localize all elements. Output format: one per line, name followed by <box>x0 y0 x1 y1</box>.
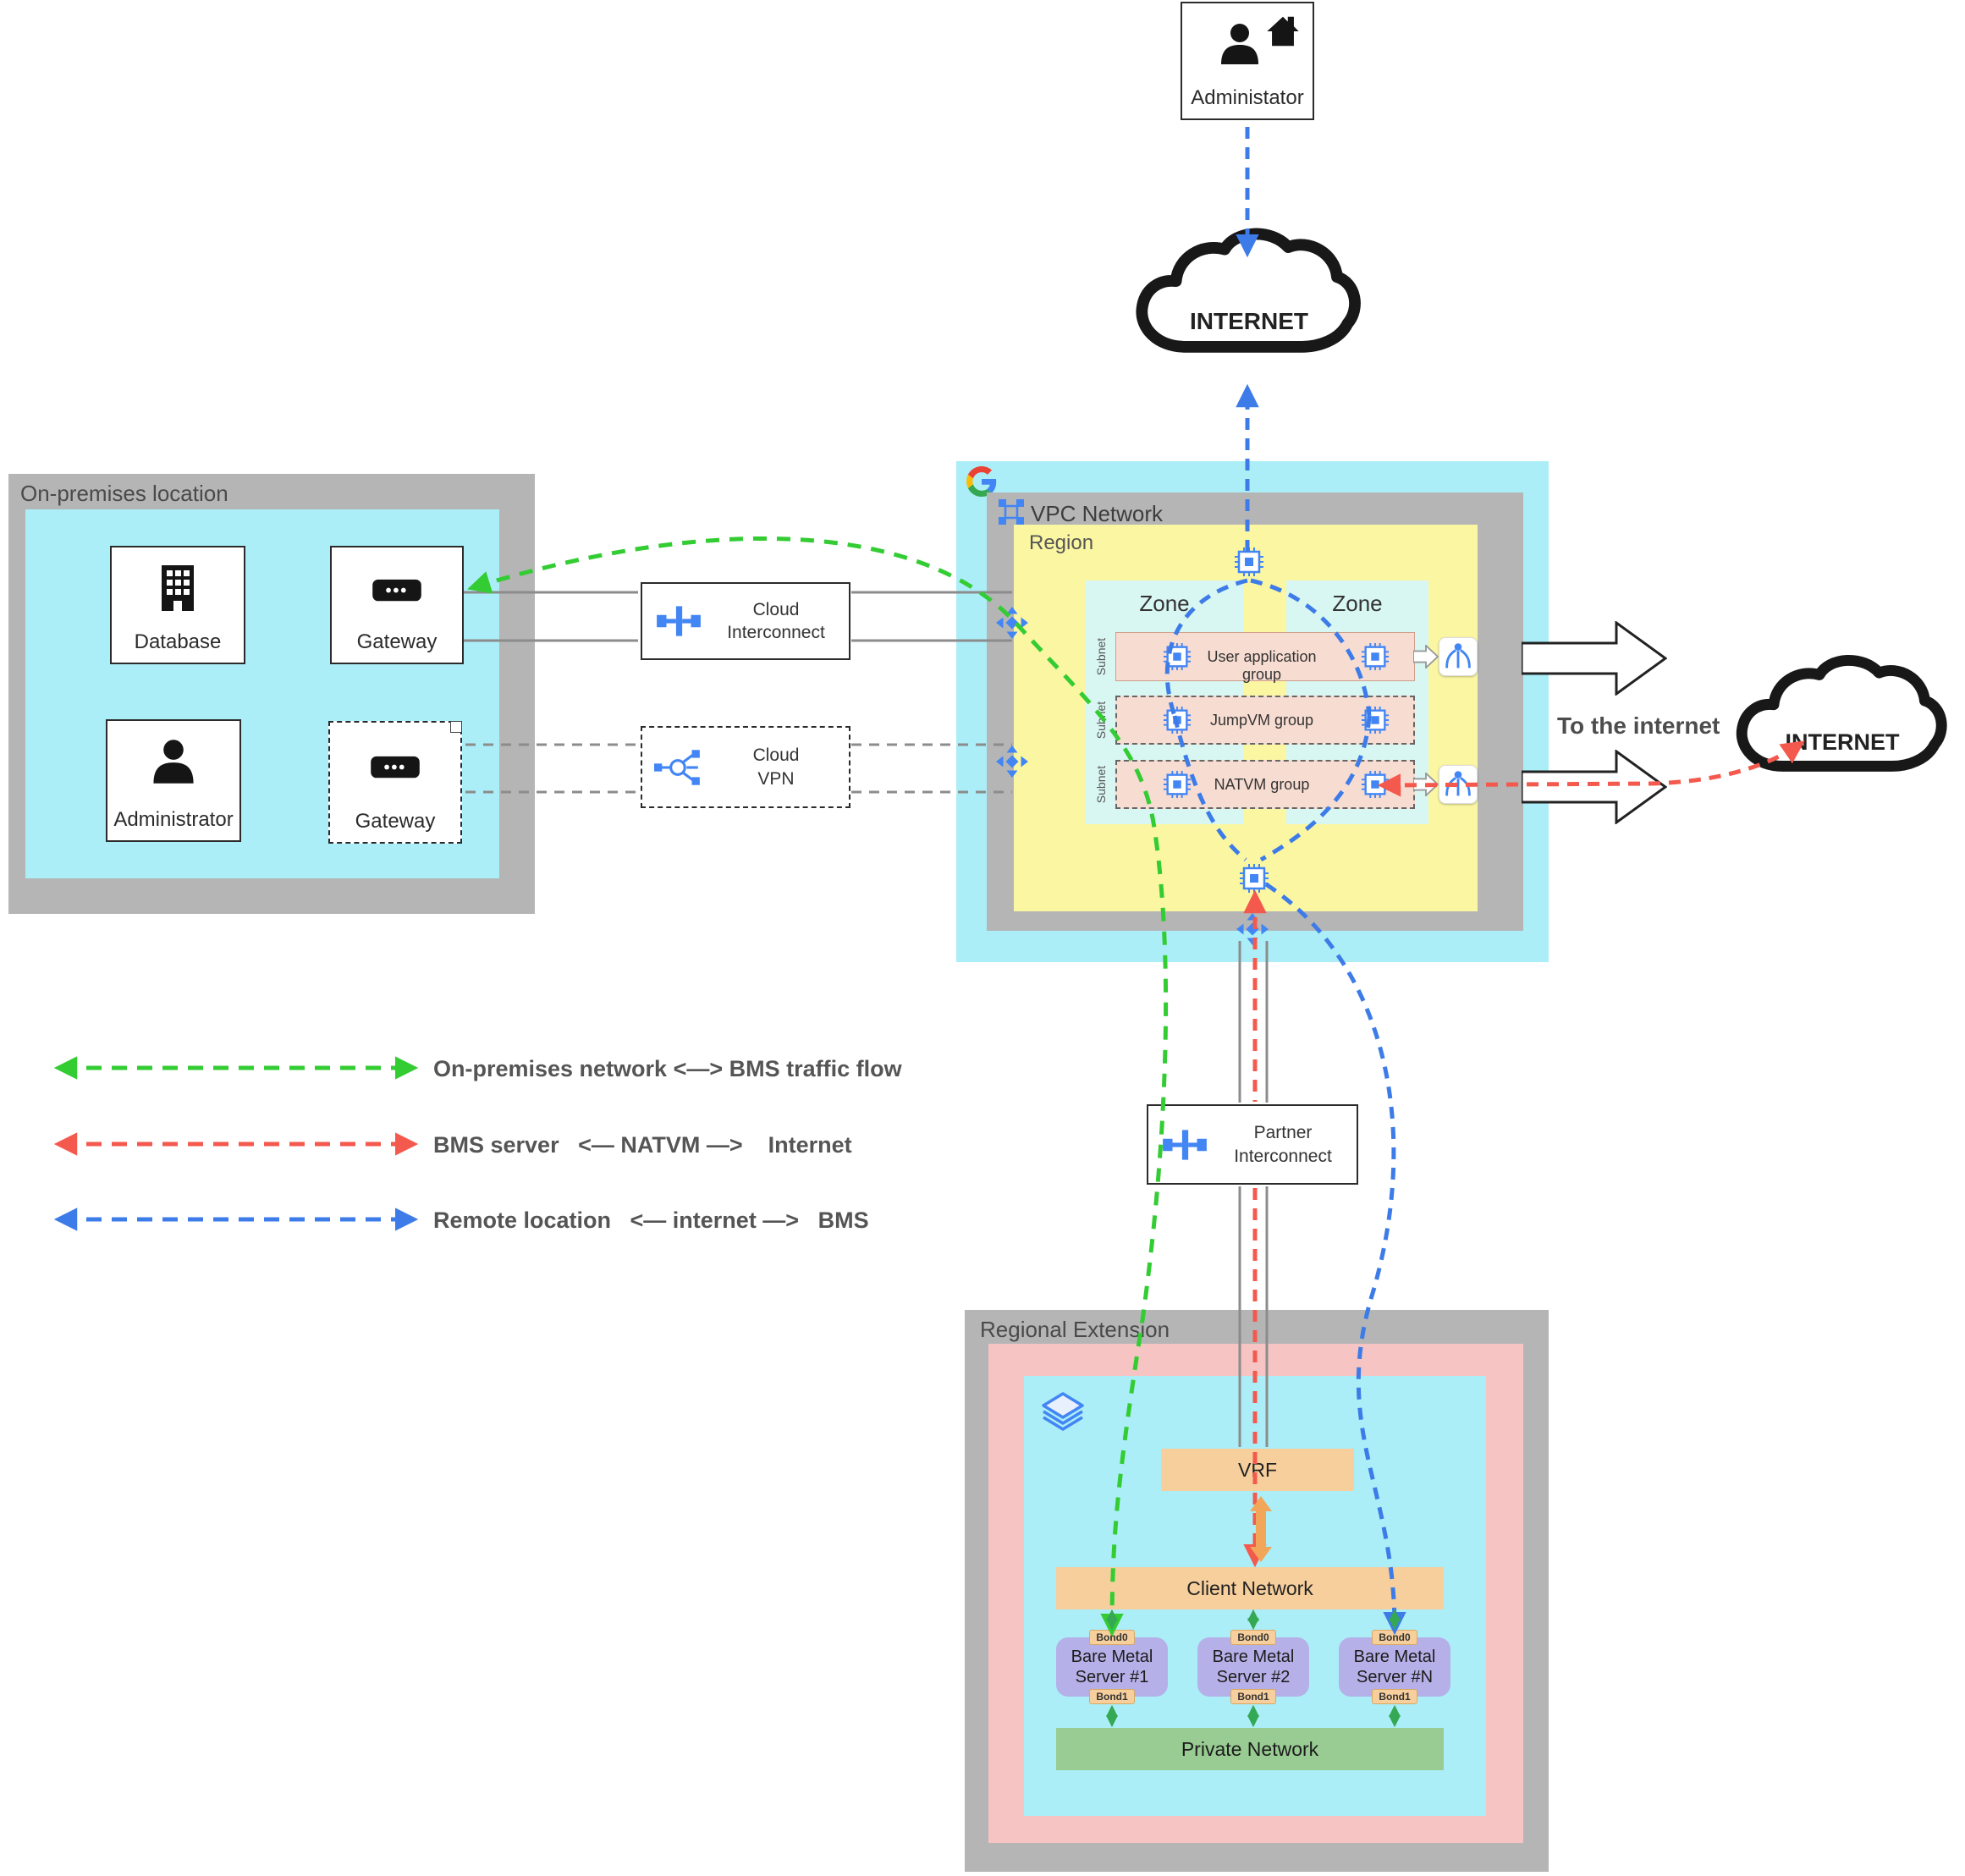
vm-instance-icon <box>1163 706 1192 734</box>
bond0-tag: Bond0 <box>1089 1630 1135 1645</box>
load-balancer-box <box>1439 765 1478 804</box>
onprem-title: On-premises location <box>20 481 228 506</box>
bond0-tag: Bond0 <box>1372 1630 1417 1645</box>
gateway2-box: Gateway <box>328 721 462 844</box>
natvm-group-label: NATVM group <box>1214 776 1310 793</box>
cloud-icon <box>1728 643 1957 804</box>
vm-instance-icon <box>1163 642 1192 671</box>
cloud-vpn-box: Cloud VPN <box>641 726 850 808</box>
remote-administrator-box: Administator <box>1181 2 1314 120</box>
subnet-side-label: Subnet <box>1094 637 1108 676</box>
legend-blue-text: Remote location <— internet —> BMS <box>433 1208 869 1233</box>
cloud-icon <box>1127 217 1371 386</box>
instance-group-icon <box>1234 547 1264 577</box>
internet-label: INTERNET <box>1190 308 1308 334</box>
gateway-icon <box>371 573 423 607</box>
gateway1-box: Gateway <box>330 546 464 664</box>
to-internet-caption: To the internet <box>1557 712 1720 739</box>
vpc-title: VPC Network <box>1031 501 1164 526</box>
subnet-side-label: Subnet <box>1094 765 1108 804</box>
jumpvm-group-label: JumpVM group <box>1209 712 1314 729</box>
database-label: Database <box>134 630 222 653</box>
small-right-arrow-icon <box>1413 773 1439 796</box>
cloud-interconnect-icon <box>654 602 703 641</box>
partner-interconnect-icon <box>1160 1125 1209 1164</box>
legend-red-text: BMS server <— NATVM —> Internet <box>433 1132 852 1158</box>
gateway-icon <box>369 750 421 784</box>
onprem-administrator-box: Administrator <box>106 719 241 842</box>
instance-group-icon <box>1239 863 1269 894</box>
home-icon <box>1263 12 1302 51</box>
cloud-vpn-label: Cloud VPN <box>752 745 800 789</box>
region-label: Region <box>1029 531 1094 554</box>
cloud-interconnect-label: Cloud Interconnect <box>727 599 825 642</box>
person-icon <box>1216 20 1263 68</box>
onprem-administrator-label: Administrator <box>113 808 234 831</box>
vpc-network-icon <box>999 499 1024 525</box>
client-network-box: Client Network <box>1056 1567 1444 1609</box>
vrf-box: VRF <box>1161 1449 1354 1491</box>
private-network-box: Private Network <box>1056 1728 1444 1770</box>
layers-icon <box>1038 1388 1088 1439</box>
internet-cloud-top: INTERNET <box>1127 217 1371 386</box>
interconnect-attachment-icon <box>995 745 1029 778</box>
load-balancer-icon <box>1439 638 1477 675</box>
zone-right-label: Zone <box>1332 591 1383 616</box>
user-application-group-label: User application group <box>1207 648 1317 683</box>
to-internet-arrow-icon <box>1522 621 1667 696</box>
interconnect-attachment-icon <box>1236 912 1269 946</box>
interconnect-attachment-icon <box>995 606 1029 640</box>
building-icon <box>151 561 205 615</box>
bond1-tag: Bond1 <box>1089 1689 1135 1704</box>
cloud-vpn-icon <box>654 748 703 787</box>
bare-metal-server-n: Bare Metal Server #N <box>1339 1637 1450 1697</box>
vm-instance-icon <box>1361 706 1390 734</box>
vm-instance-icon <box>1361 642 1390 671</box>
small-right-arrow-icon <box>1413 645 1439 668</box>
remote-administrator-label: Administator <box>1191 86 1304 109</box>
internet-cloud-right: INTERNET <box>1728 643 1957 804</box>
regional-extension-title: Regional Extension <box>980 1317 1170 1342</box>
bond1-tag: Bond1 <box>1230 1689 1276 1704</box>
vm-instance-icon <box>1361 770 1390 799</box>
legend-green-text: On-premises network <—> BMS traffic flow <box>433 1056 902 1081</box>
bond0-tag: Bond0 <box>1230 1630 1276 1645</box>
cloud-interconnect-box: Cloud Interconnect <box>641 582 850 660</box>
bond1-tag: Bond1 <box>1372 1689 1417 1704</box>
gateway1-label: Gateway <box>356 630 438 653</box>
bare-metal-server-1: Bare Metal Server #1 <box>1056 1637 1168 1697</box>
internet-label: INTERNET <box>1785 729 1900 755</box>
person-icon <box>148 736 199 787</box>
load-balancer-box <box>1439 637 1478 676</box>
database-box: Database <box>110 546 245 664</box>
subnet-side-label: Subnet <box>1094 701 1108 740</box>
to-internet-arrow-icon <box>1522 750 1667 824</box>
vm-instance-icon <box>1163 770 1192 799</box>
external-marker-icon <box>450 721 462 733</box>
bare-metal-server-2: Bare Metal Server #2 <box>1197 1637 1309 1697</box>
load-balancer-icon <box>1439 766 1477 803</box>
zone-left-label: Zone <box>1139 591 1190 616</box>
partner-interconnect-box: Partner Interconnect <box>1147 1104 1358 1185</box>
partner-interconnect-label: Partner Interconnect <box>1234 1123 1332 1166</box>
gateway2-label: Gateway <box>355 810 436 833</box>
